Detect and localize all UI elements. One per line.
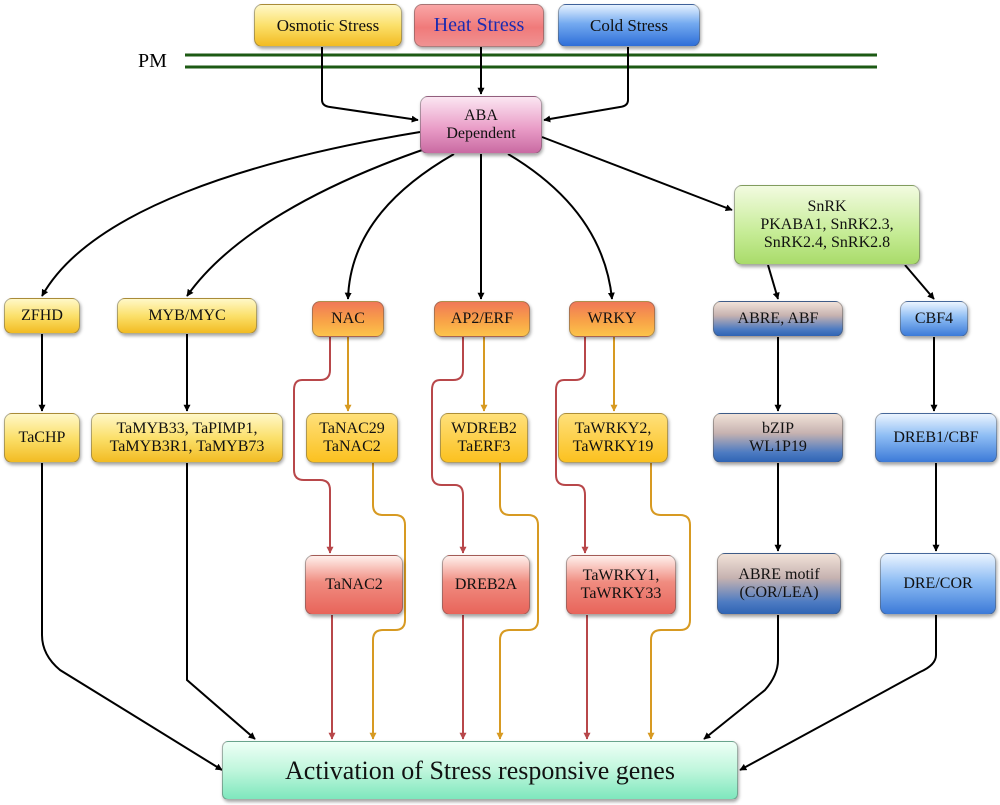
node-bzip-wl1p19-label-1: bZIP xyxy=(762,420,794,438)
node-tawrky1-tawrky33-label-1: TaWRKY1, xyxy=(582,567,660,585)
node-aba-dependent-label-1: ABA xyxy=(464,107,498,125)
node-dreb1-cbf: DREB1/CBF xyxy=(875,413,997,463)
node-wdreb2-taerf3-label-1: WDREB2 xyxy=(451,420,517,438)
node-tanac29-tanac2-label-1: TaNAC29 xyxy=(319,420,385,438)
plasma-membrane-label: PM xyxy=(138,50,167,72)
node-myb-myc: MYB/MYC xyxy=(117,298,257,334)
node-dre-cor-label-1: DRE/COR xyxy=(903,575,973,593)
node-tawrky1-tawrky33: TaWRKY1,TaWRKY33 xyxy=(566,555,676,615)
node-abre-motif: ABRE motif(COR/LEA) xyxy=(717,553,841,615)
node-wrky: WRKY xyxy=(569,301,655,337)
node-abre-abf: ABRE, ABF xyxy=(713,301,843,337)
node-snrk-label-2: PKABA1, SnRK2.3, xyxy=(760,216,894,234)
node-dreb2a-label-1: DREB2A xyxy=(454,576,518,594)
node-nac-label-1: NAC xyxy=(331,310,365,328)
node-abre-motif-label-2: (COR/LEA) xyxy=(739,584,819,601)
node-myb-myc-label-1: MYB/MYC xyxy=(148,307,226,325)
node-tachp: TaCHP xyxy=(4,413,80,463)
node-tachp-label-1: TaCHP xyxy=(18,429,66,447)
node-cbf4-label-1: CBF4 xyxy=(914,310,954,328)
node-tawrky2-tawrky19: TaWRKY2,TaWRKY19 xyxy=(558,413,668,463)
edge-tachp-to-target xyxy=(41,463,223,771)
edge-snrk-to-cbf4 xyxy=(904,264,935,300)
edge-tanac29-to-target xyxy=(369,463,406,740)
node-osmotic-stress: Osmotic Stress xyxy=(254,4,402,47)
node-tamyb-group-label-1: TaMYB33, TaPIMP1, xyxy=(116,420,258,438)
node-cold-stress-label-1: Cold Stress xyxy=(590,15,668,35)
node-activation-target-label-1: Activation of Stress responsive genes xyxy=(285,755,675,785)
node-dreb2a: DREB2A xyxy=(442,555,530,615)
edge-ap2erf-to-dreb2a xyxy=(431,337,467,554)
node-osmotic-stress-label-1: Osmotic Stress xyxy=(276,15,380,35)
node-tawrky1-tawrky33-label-2: TaWRKY33 xyxy=(580,585,662,602)
node-cbf4: CBF4 xyxy=(900,301,968,337)
edge-tamyb-to-target xyxy=(186,463,256,740)
edge-snrk-to-abre_abf xyxy=(767,264,780,300)
node-tawrky2-tawrky19-label-2: TaWRKY19 xyxy=(572,438,654,455)
node-activation-target: Activation of Stress responsive genes xyxy=(222,741,738,800)
edge-aba-to-zfhd xyxy=(41,131,421,297)
edge-aba-to-snrk xyxy=(541,136,733,212)
edge-aba-to-nac xyxy=(344,153,455,300)
edge-dre_cor-to-target xyxy=(739,615,937,771)
node-ap2-erf-label-1: AP2/ERF xyxy=(450,310,514,328)
node-tamyb-group-label-2: TaMYB3R1, TaMYB73 xyxy=(109,438,265,455)
edge-aba-to-mybmyc xyxy=(186,147,429,297)
node-nac: NAC xyxy=(312,301,384,337)
node-heat-stress-label-1: Heat Stress xyxy=(433,14,525,37)
node-aba-dependent-label-2: Dependent xyxy=(446,125,516,142)
edge-abre_motif-to-target xyxy=(703,615,779,740)
node-tawrky2-tawrky19-label-1: TaWRKY2, xyxy=(574,420,652,438)
edge-tawrky2-to-target xyxy=(647,463,691,740)
edge-wdreb2-to-target xyxy=(496,463,539,740)
edge-cold-to-aba xyxy=(543,47,629,123)
node-abre-abf-label-1: ABRE, ABF xyxy=(737,310,819,328)
node-zfhd: ZFHD xyxy=(4,298,80,334)
edge-osmotic-to-aba xyxy=(321,47,419,123)
node-cold-stress: Cold Stress xyxy=(558,4,700,47)
node-wdreb2-taerf3-label-2: TaERF3 xyxy=(457,438,511,455)
node-snrk-label-3: SnRK2.4, SnRK2.8 xyxy=(763,233,891,251)
edge-wrky-to-tawrky1 xyxy=(555,337,589,554)
edge-aba-to-wrky xyxy=(507,153,615,300)
node-ap2-erf: AP2/ERF xyxy=(434,301,530,337)
node-wrky-label-1: WRKY xyxy=(587,310,637,328)
node-tanac29-tanac2-label-2: TaNAC2 xyxy=(323,438,381,455)
node-dre-cor: DRE/COR xyxy=(880,553,996,615)
node-snrk-label-1: SnRK xyxy=(807,198,847,216)
node-abre-motif-label-1: ABRE motif xyxy=(738,566,820,584)
node-tanac2: TaNAC2 xyxy=(305,555,403,615)
node-dreb1-cbf-label-1: DREB1/CBF xyxy=(893,429,979,447)
node-heat-stress: Heat Stress xyxy=(414,4,544,47)
node-tanac2-label-1: TaNAC2 xyxy=(325,576,383,594)
node-tamyb-group: TaMYB33, TaPIMP1,TaMYB3R1, TaMYB73 xyxy=(91,413,283,463)
node-bzip-wl1p19-label-2: WL1P19 xyxy=(749,438,807,455)
node-zfhd-label-1: ZFHD xyxy=(21,307,63,325)
edge-nac-to-tanac2 xyxy=(293,337,334,554)
